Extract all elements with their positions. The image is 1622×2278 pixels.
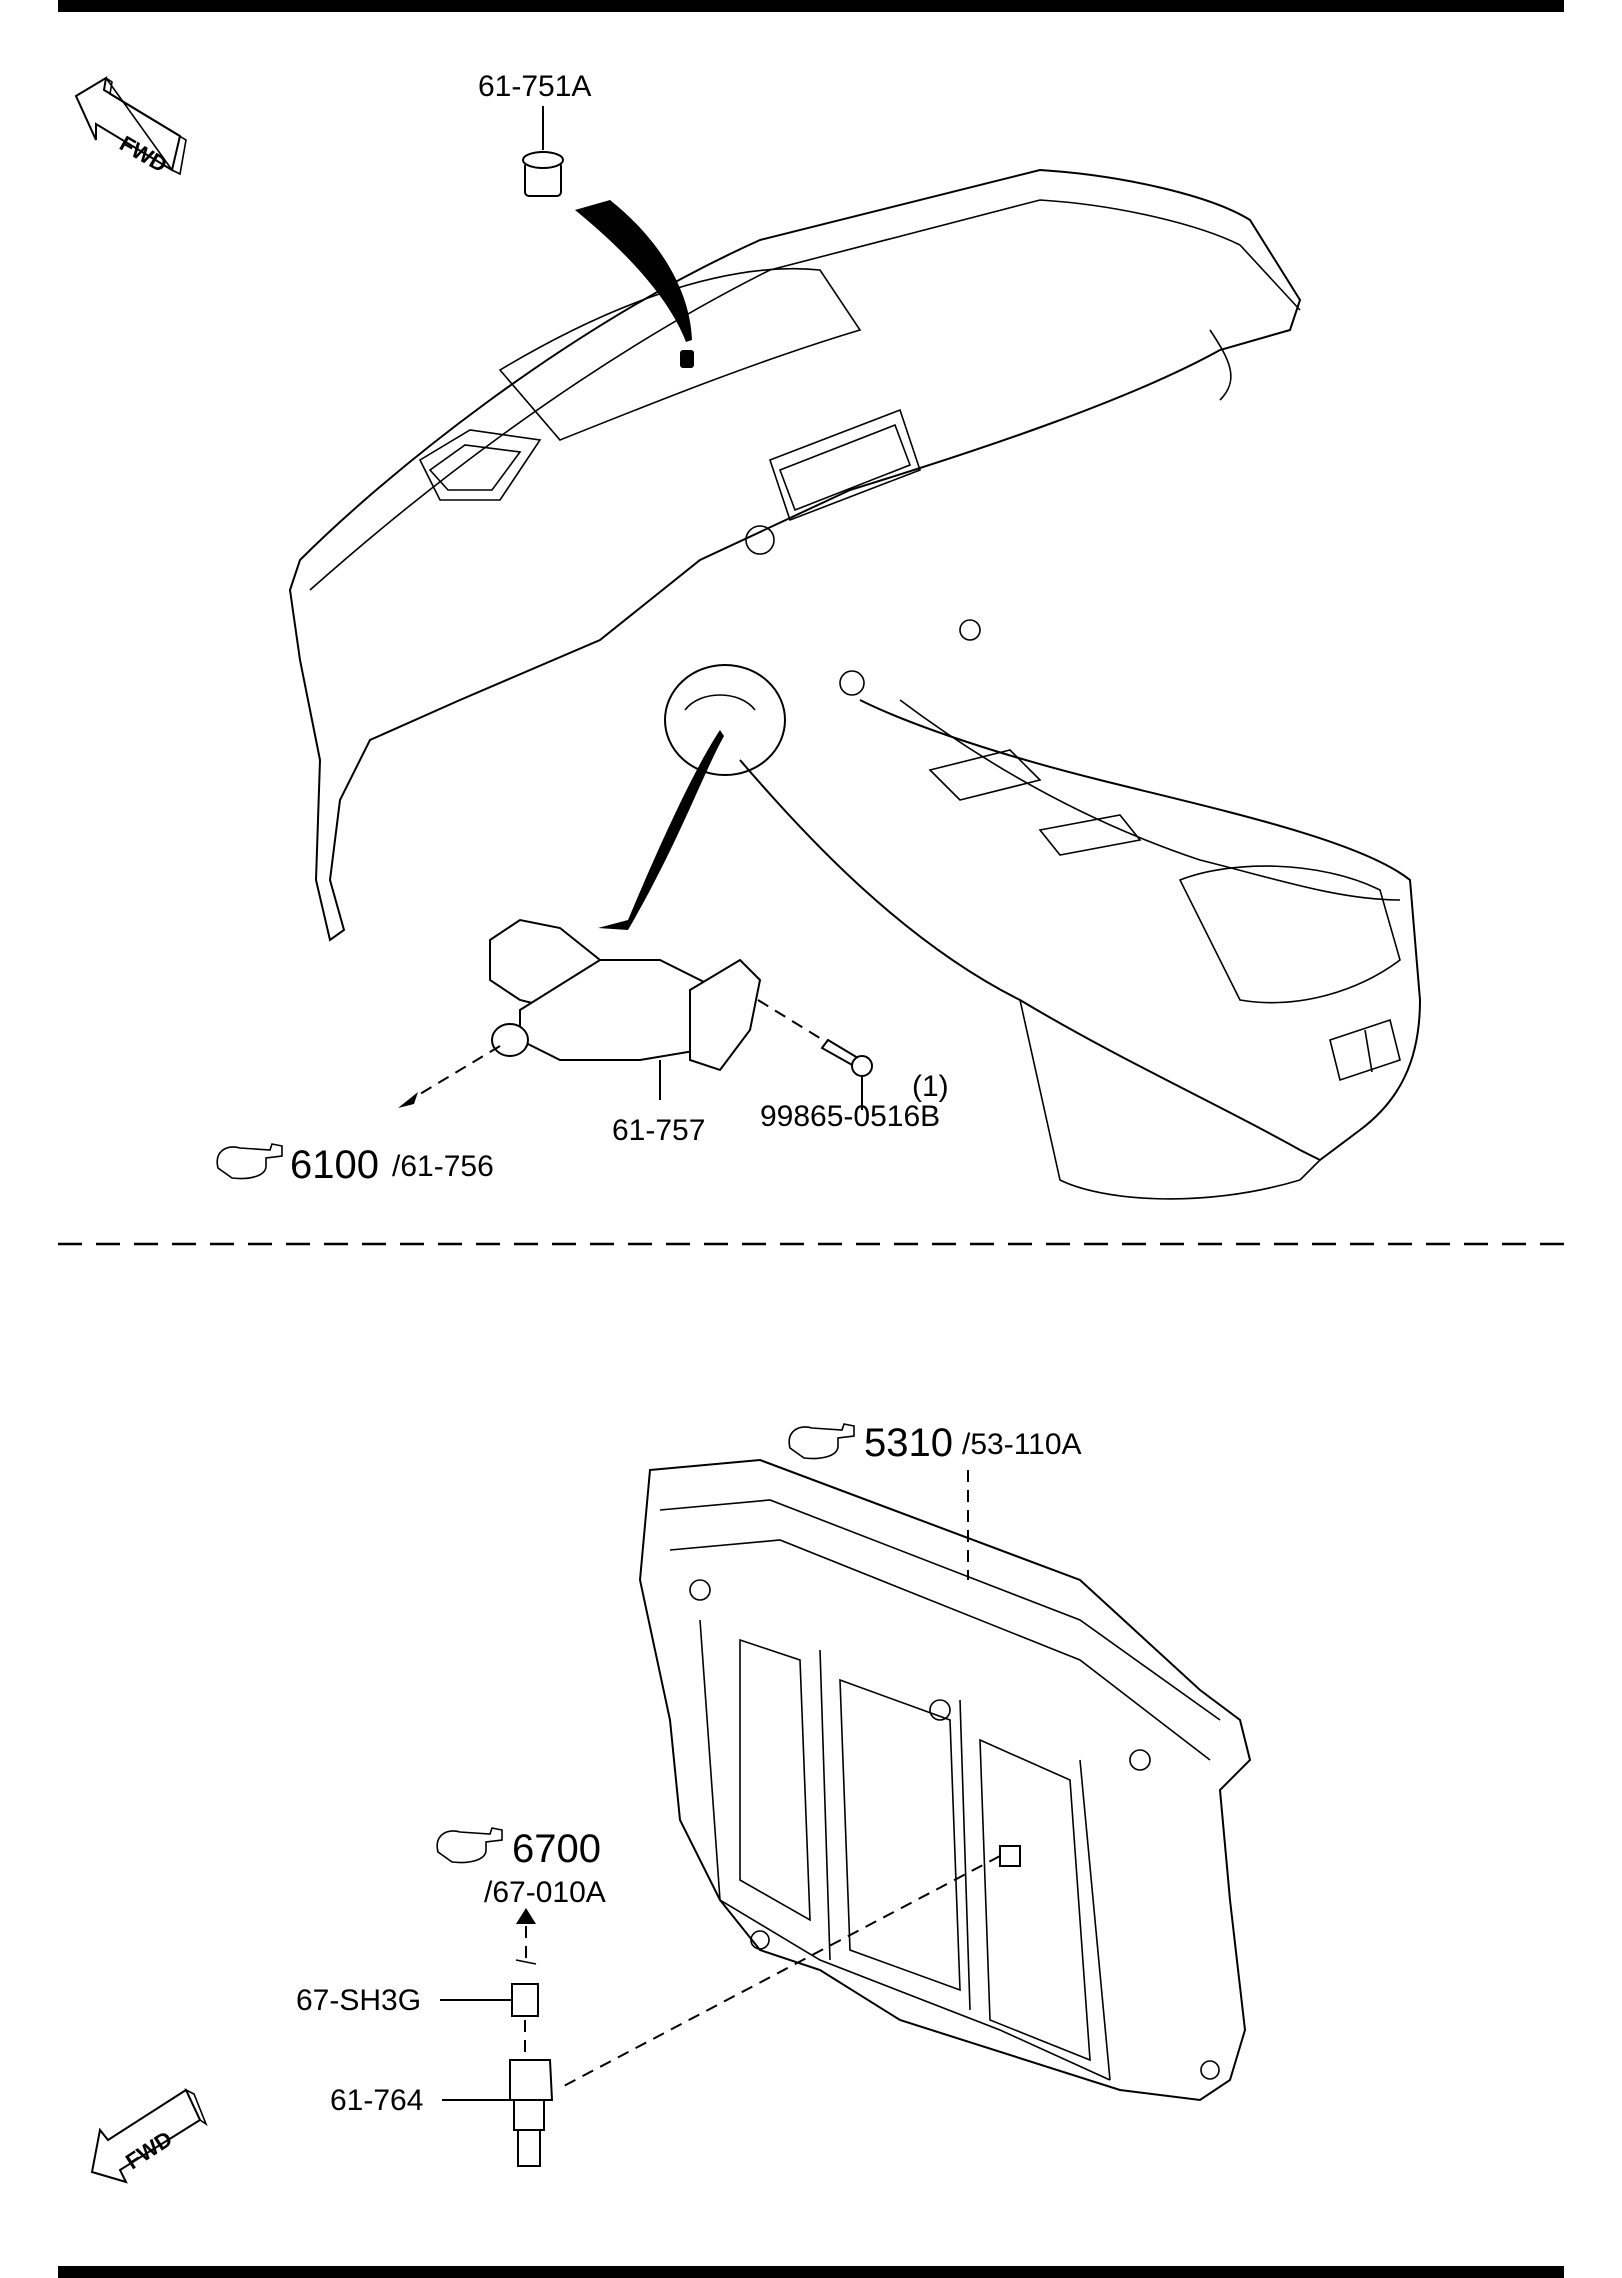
ref-6700-sub: /67-010A — [484, 1876, 606, 1909]
bracket-part — [440, 1959, 539, 2017]
ref-6700-code: 6700 — [512, 1827, 601, 1871]
fwd-arrow-icon: FWD — [90, 2088, 208, 2184]
clip-part-61-751a — [522, 106, 694, 368]
steering-switch-assembly — [489, 730, 762, 1100]
bottom-border-bar — [58, 2266, 1564, 2278]
callout-61-764: 61-764 — [330, 2084, 423, 2117]
hand-pointer-icon — [436, 1827, 503, 1864]
callout-99865-0516b: 99865-0516B — [760, 1100, 940, 1133]
fwd-arrow-icon: FWD — [74, 76, 187, 177]
callout-61-751a: 61-751A — [478, 70, 591, 103]
hand-pointer-icon — [788, 1423, 855, 1460]
callout-67-sh3g: 67-SH3G — [296, 1984, 421, 2017]
dashboard-illustration — [288, 168, 1422, 1200]
radiator-support-frame — [638, 1458, 1252, 2102]
ref-6100-code: 6100 — [290, 1143, 379, 1187]
top-border-bar — [58, 0, 1564, 12]
ref-5310-sub: /53-110A — [962, 1428, 1082, 1461]
ref-5310-code: 5310 — [864, 1421, 953, 1465]
ref-6100-sub: /61-756 — [392, 1150, 494, 1183]
hand-pointer-icon — [216, 1143, 283, 1180]
screw-part — [757, 999, 873, 1110]
sensor-part — [442, 2020, 554, 2167]
callout-61-757: 61-757 — [612, 1114, 705, 1147]
callout-screw-qty: (1) — [912, 1070, 949, 1103]
